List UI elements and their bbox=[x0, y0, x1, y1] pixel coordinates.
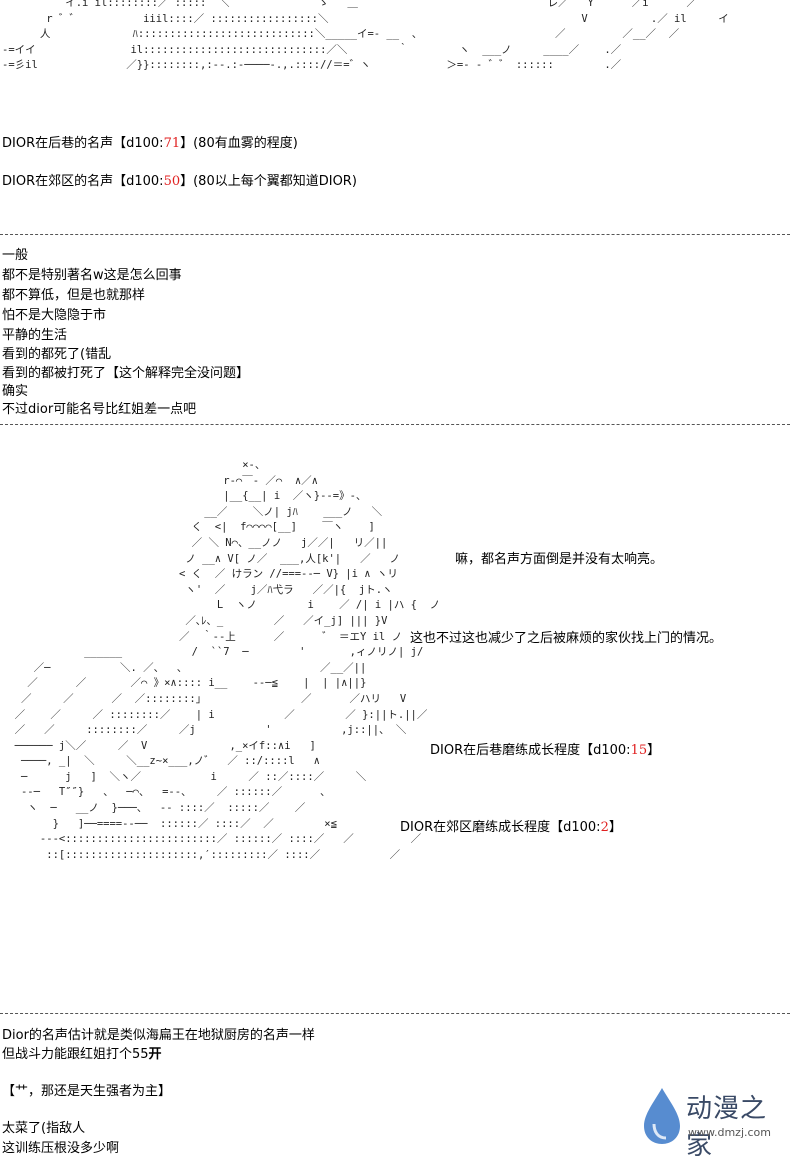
comment-line: Dior的名声估计就是类似海扁王在地狱厨房的名声一样 bbox=[2, 1028, 315, 1043]
roll-value: 2 bbox=[600, 820, 609, 835]
comment-line: 太菜了(指敌人 bbox=[2, 1121, 86, 1136]
comment-line: 一般 bbox=[2, 248, 29, 263]
roll-label: DIOR在郊区的名声【d100: bbox=[2, 174, 164, 189]
comment-line: 平静的生活 bbox=[2, 328, 68, 343]
divider bbox=[0, 424, 790, 425]
comment-line: 怕不是大隐隐于市 bbox=[2, 308, 107, 323]
reputation-backstreet: DIOR在后巷的名声【d100:71】(80有血雾的程度) bbox=[2, 132, 298, 151]
comment-line: 这训练压根没多少啊 bbox=[2, 1141, 120, 1156]
comment-line: 确实 bbox=[2, 384, 29, 399]
roll-label: DIOR在后巷的名声【d100: bbox=[2, 136, 164, 151]
comment-line: 都不是特别著名w这是怎么回事 bbox=[2, 268, 182, 283]
growth-backstreet: DIOR在后巷磨练成长程度【d100:15】 bbox=[430, 739, 660, 758]
ascii-art-character: ×‐、 r‐⌒￣‐ ／⌒ ∧／∧ |__{__| i ／ヽ}--=》-、 __／… bbox=[14, 459, 441, 861]
watermark-brand: 动漫之家 bbox=[686, 1094, 768, 1161]
comment-line: 都不算低，但是也就那样 bbox=[2, 288, 146, 303]
site-watermark: 动漫之家 www.dmzj.com bbox=[640, 1086, 790, 1161]
narration-line: 这也不过这也减少了之后被麻烦的家伙找上门的情况。 bbox=[410, 631, 723, 646]
roll-value: 50 bbox=[163, 174, 181, 189]
divider bbox=[0, 234, 790, 235]
comment-text-bold: 开 bbox=[148, 1047, 162, 1062]
growth-suburb: DIOR在郊区磨练成长程度【d100:2】 bbox=[400, 816, 622, 835]
roll-label: DIOR在郊区磨练成长程度【d100: bbox=[400, 820, 601, 835]
ascii-art-top: イ.i il::::::::／ ::::: ＼ ゝ ＿ レ／ Y ／i ／ r … bbox=[2, 0, 729, 72]
comment-line: 看到的都死了(错乱 bbox=[2, 347, 112, 362]
comment-line: 【艹，那还是天生强者为主】 bbox=[2, 1084, 172, 1099]
watermark-url: www.dmzj.com bbox=[688, 1126, 771, 1139]
comment-line: 看到的都被打死了【这个解释完全没问题】 bbox=[2, 366, 250, 381]
roll-note: 】(80以上每个翼都知道DIOR) bbox=[180, 174, 357, 189]
comment-line: 但战斗力能跟红姐打个55开 bbox=[2, 1043, 162, 1062]
roll-note: 】(80有血雾的程度) bbox=[180, 136, 298, 151]
roll-value: 15 bbox=[630, 743, 648, 758]
divider bbox=[0, 1013, 790, 1014]
roll-note: 】 bbox=[647, 743, 661, 758]
roll-note: 】 bbox=[608, 820, 622, 835]
comment-text: 但战斗力能跟红姐打个55 bbox=[2, 1047, 149, 1062]
roll-value: 71 bbox=[163, 136, 181, 151]
comment-line: 不过dior可能名号比红姐差一点吧 bbox=[2, 402, 197, 417]
narration-line: 嘛，都名声方面倒是并没有太响亮。 bbox=[455, 552, 664, 567]
reputation-suburb: DIOR在郊区的名声【d100:50】(80以上每个翼都知道DIOR) bbox=[2, 170, 357, 189]
droplet-logo-icon bbox=[644, 1088, 680, 1144]
roll-label: DIOR在后巷磨练成长程度【d100: bbox=[430, 743, 631, 758]
